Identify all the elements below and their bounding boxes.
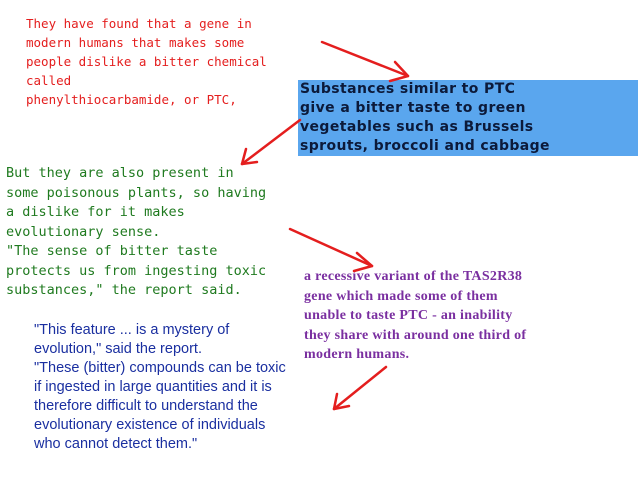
arrow-icon [240,118,302,166]
arrow-icon [320,40,410,83]
arrow-icon [288,227,374,273]
paragraph-poisonous-plants: But they are also present in some poison… [6,165,267,298]
paragraph-recessive-variant: a recessive variant of the TAS2R38 gene … [304,269,527,362]
paragraph-bitter-substances: Substances similar to PTC give a bitter … [298,80,638,156]
arrow-icon [332,365,388,411]
paragraph-gene-finding: They have found that a gene in modern hu… [26,16,267,107]
paragraph-evolution-mystery: "This feature ... is a mystery of evolut… [34,322,286,452]
